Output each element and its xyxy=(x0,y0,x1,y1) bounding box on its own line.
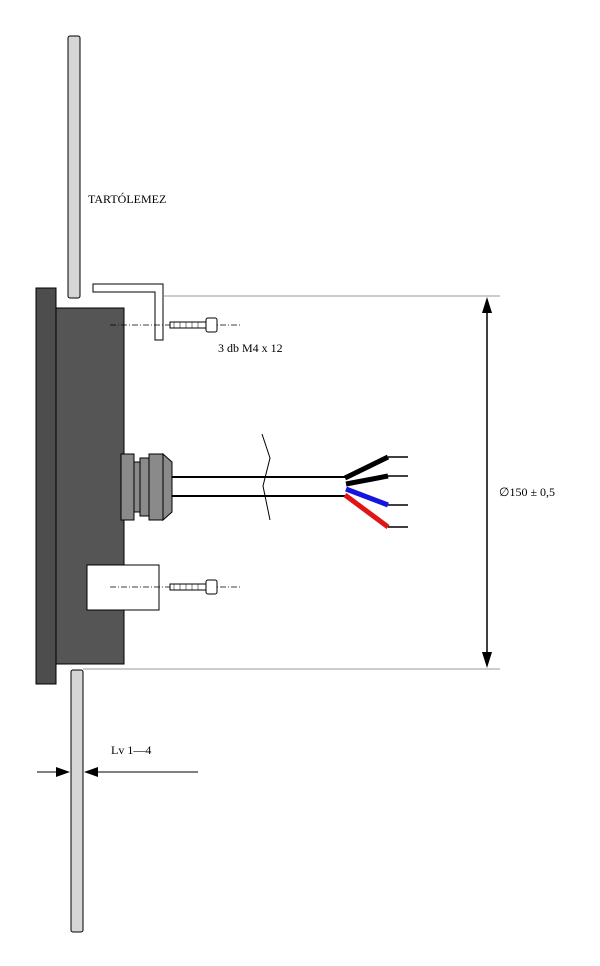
upper-screw xyxy=(110,317,240,333)
panel-plate-upper xyxy=(67,35,81,299)
arrow-right-icon xyxy=(56,767,70,777)
wire-black-lower xyxy=(345,473,389,487)
cable xyxy=(172,433,345,521)
wire-black-upper xyxy=(343,454,390,481)
front-flange xyxy=(35,287,57,685)
screws-label: 3 db M4 x 12 xyxy=(218,341,283,355)
arrow-left-icon xyxy=(84,767,98,777)
diameter-dimension xyxy=(83,295,500,670)
wires xyxy=(343,454,408,530)
panel-label: TARTÓLEMEZ xyxy=(88,192,166,206)
arrow-up-icon xyxy=(482,297,492,313)
lower-clamp-block xyxy=(86,564,160,611)
wire-blue xyxy=(345,486,389,508)
wire-red xyxy=(343,492,390,530)
thickness-dimension xyxy=(37,767,198,777)
diameter-label: ∅150 ± 0,5 xyxy=(499,485,555,499)
thickness-label: Lv 1—4 xyxy=(111,743,151,757)
panel-plate-lower xyxy=(70,669,84,933)
lower-screw xyxy=(110,579,240,595)
cable-gland xyxy=(120,452,173,522)
cable-break-mark xyxy=(261,433,271,521)
arrow-down-icon xyxy=(482,652,492,668)
instrument-housing xyxy=(55,307,125,665)
mounting-bracket xyxy=(92,283,164,341)
